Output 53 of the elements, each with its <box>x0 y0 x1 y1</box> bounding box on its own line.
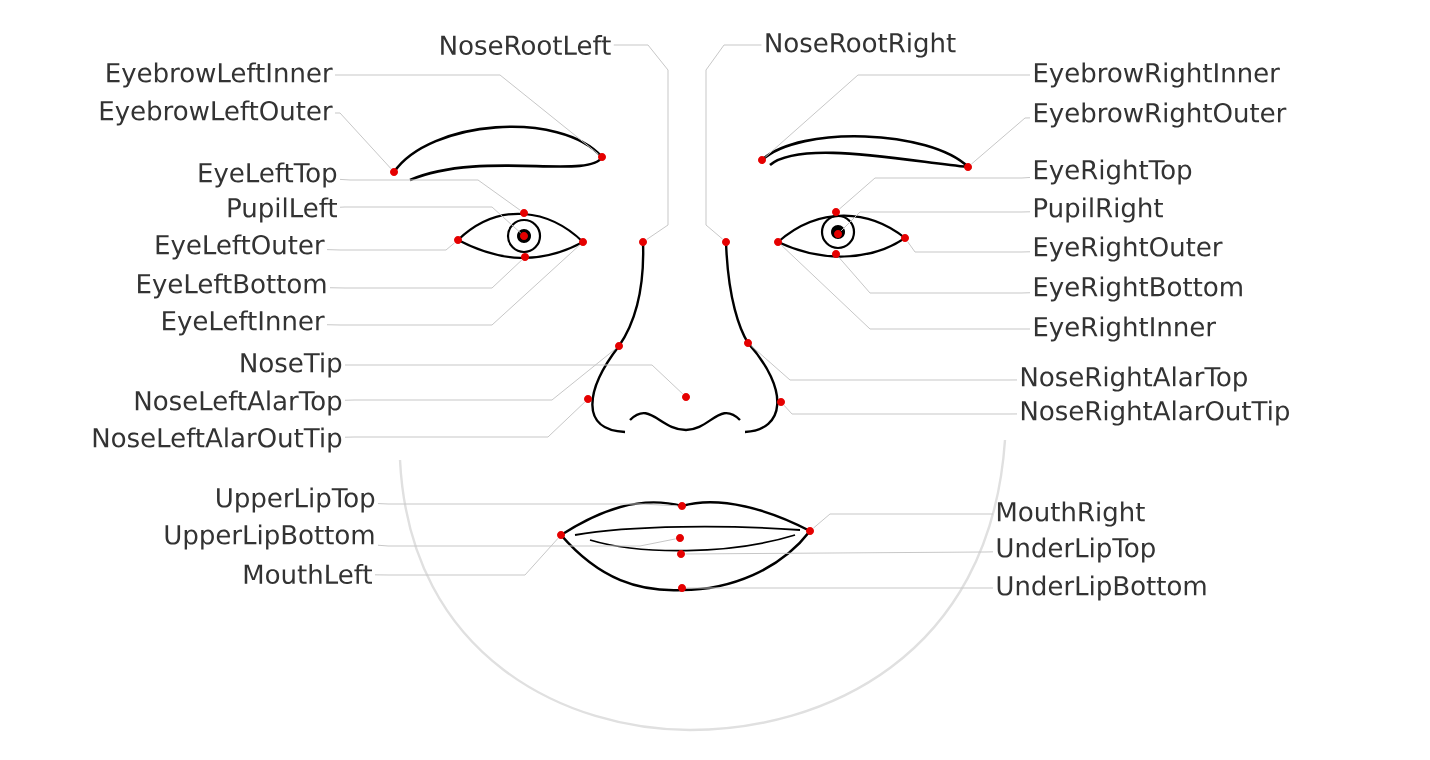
leader-line <box>705 44 762 240</box>
leader-line <box>750 345 1018 381</box>
leader-line <box>838 176 1031 210</box>
leader-line <box>374 537 559 576</box>
landmark-label: UpperLipBottom <box>165 524 374 550</box>
leader-line <box>783 404 1018 415</box>
landmark-label: MouthLeft <box>244 563 372 585</box>
landmark-label: NoseTip <box>241 352 342 378</box>
landmark-label: EyeRightBottom <box>1034 276 1242 302</box>
landmark-label: PupilLeft <box>228 197 337 223</box>
leader-line <box>764 74 1031 158</box>
landmark-label: NoseLeftAlarOutTip <box>93 427 342 453</box>
landmark-label: EyeRightInner <box>1034 316 1216 342</box>
landmark-label: MouthRight <box>997 501 1145 527</box>
landmark-label: PupilRight <box>1034 197 1163 223</box>
leader-line <box>344 348 617 401</box>
leader-line <box>334 74 600 155</box>
leader-line <box>339 178 521 211</box>
leader-line <box>326 244 581 326</box>
leader-line <box>329 259 523 289</box>
leader-line <box>780 244 1031 330</box>
leader-line <box>970 117 1031 165</box>
landmark-label: EyebrowLeftInner <box>107 62 333 88</box>
leader-line <box>838 256 1031 294</box>
leader-line <box>840 211 1031 232</box>
landmark-label: EyebrowRightOuter <box>1034 102 1287 128</box>
landmark-label: EyeLeftInner <box>163 310 325 336</box>
landmark-label: NoseRightAlarOutTip <box>1021 400 1289 426</box>
landmark-label: EyeLeftTop <box>199 162 337 188</box>
landmark-label: EyebrowLeftOuter <box>100 100 333 126</box>
landmark-label: EyeLeftBottom <box>138 273 326 299</box>
leader-line <box>907 241 1031 253</box>
leader-line <box>613 44 669 240</box>
landmark-label: UnderLipBottom <box>997 575 1206 601</box>
leader-line <box>684 551 994 555</box>
leader-line <box>339 206 522 234</box>
landmark-label: NoseRightAlarTop <box>1021 366 1247 392</box>
landmark-label: NoseLeftAlarTop <box>135 390 342 416</box>
leader-line <box>377 538 677 547</box>
leader-line <box>344 364 684 395</box>
leader-line <box>377 503 679 507</box>
landmark-label: EyeLeftOuter <box>156 234 325 260</box>
landmark-label: UnderLipTop <box>997 537 1155 563</box>
landmark-label: EyeRightOuter <box>1034 236 1223 262</box>
landmark-label: NoseRootRight <box>766 32 956 58</box>
landmark-label: EyeRightTop <box>1034 159 1192 185</box>
leader-line <box>344 401 586 438</box>
landmark-label: NoseRootLeft <box>441 34 611 56</box>
leader-line <box>812 513 994 529</box>
leader-line <box>334 112 392 170</box>
landmark-label: UpperLipTop <box>217 487 375 513</box>
landmark-label: EyebrowRightInner <box>1034 62 1280 88</box>
leader-line <box>326 242 456 251</box>
